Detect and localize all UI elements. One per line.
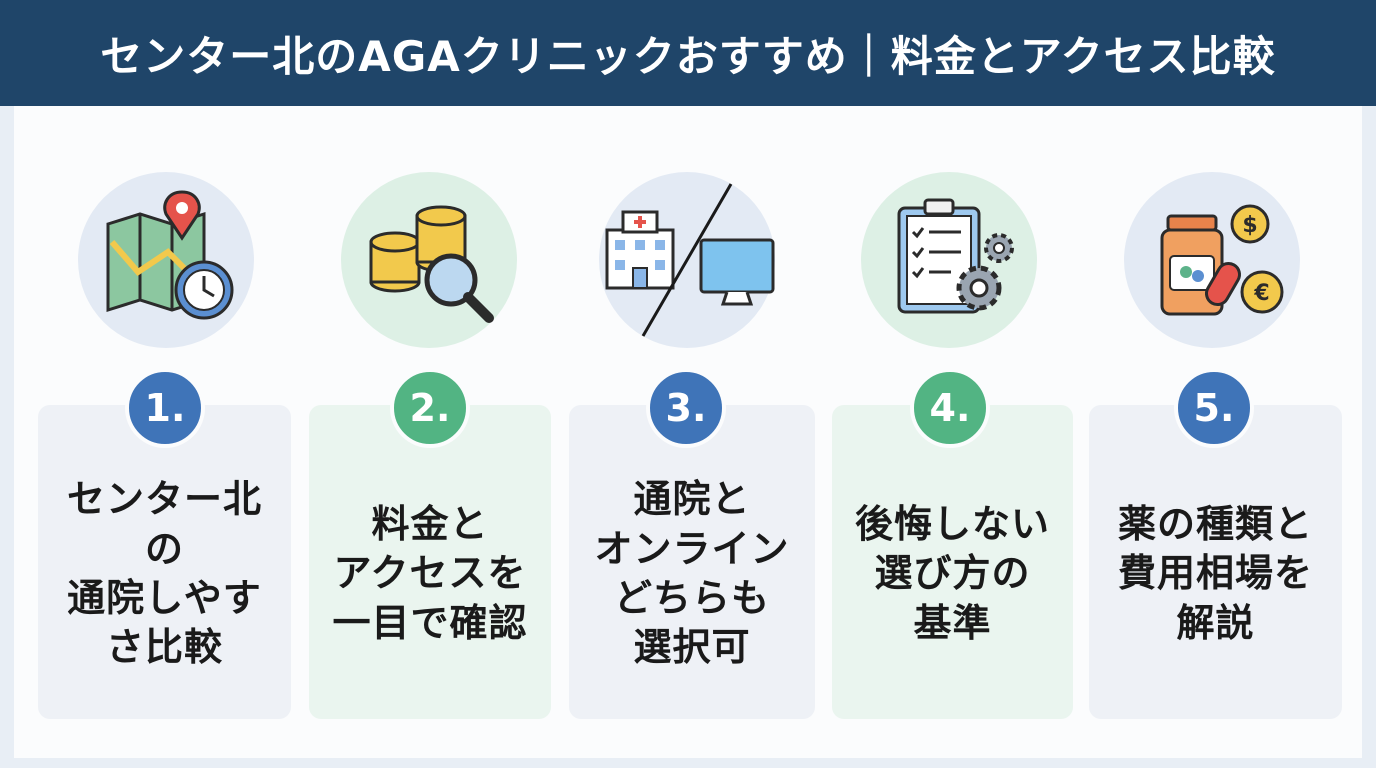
feature-card-5: 薬の種類と 費用相場を 解説 — [1089, 405, 1342, 719]
hospital-monitor-icon — [599, 172, 775, 348]
number-badge: 5. — [1174, 368, 1254, 448]
feature-card-2: 料金と アクセスを 一目で確認 — [309, 405, 551, 719]
number-badge: 1. — [125, 368, 205, 448]
medicine-currency-icon: $ € — [1124, 172, 1300, 348]
number-badge: 2. — [390, 368, 470, 448]
map-clock-icon — [78, 172, 254, 348]
checklist-gears-icon — [861, 172, 1037, 348]
svg-text:$: $ — [1242, 213, 1257, 238]
feature-card-1: センター北 の 通院しやす さ比較 — [38, 405, 291, 719]
feature-text: 料金と アクセスを 一目で確認 — [332, 501, 528, 645]
feature-card-3: 通院と オンライン どちらも 選択可 — [569, 405, 815, 719]
coins-magnifier-icon — [341, 172, 517, 348]
number-badge: 3. — [646, 368, 726, 448]
feature-card-4: 後悔しない 選び方の 基準 — [832, 405, 1073, 719]
feature-text: センター北 の 通院しやす さ比較 — [66, 477, 262, 670]
svg-text:€: € — [1253, 281, 1269, 306]
feature-text: 通院と オンライン どちらも 選択可 — [594, 477, 790, 670]
page-title: センター北のAGAクリニックおすすめ｜料金とアクセス比較 — [100, 31, 1276, 81]
header-banner: センター北のAGAクリニックおすすめ｜料金とアクセス比較 — [0, 0, 1376, 106]
feature-text: 薬の種類と 費用相場を 解説 — [1117, 501, 1313, 645]
feature-text: 後悔しない 選び方の 基準 — [854, 501, 1050, 645]
number-badge: 4. — [910, 368, 990, 448]
